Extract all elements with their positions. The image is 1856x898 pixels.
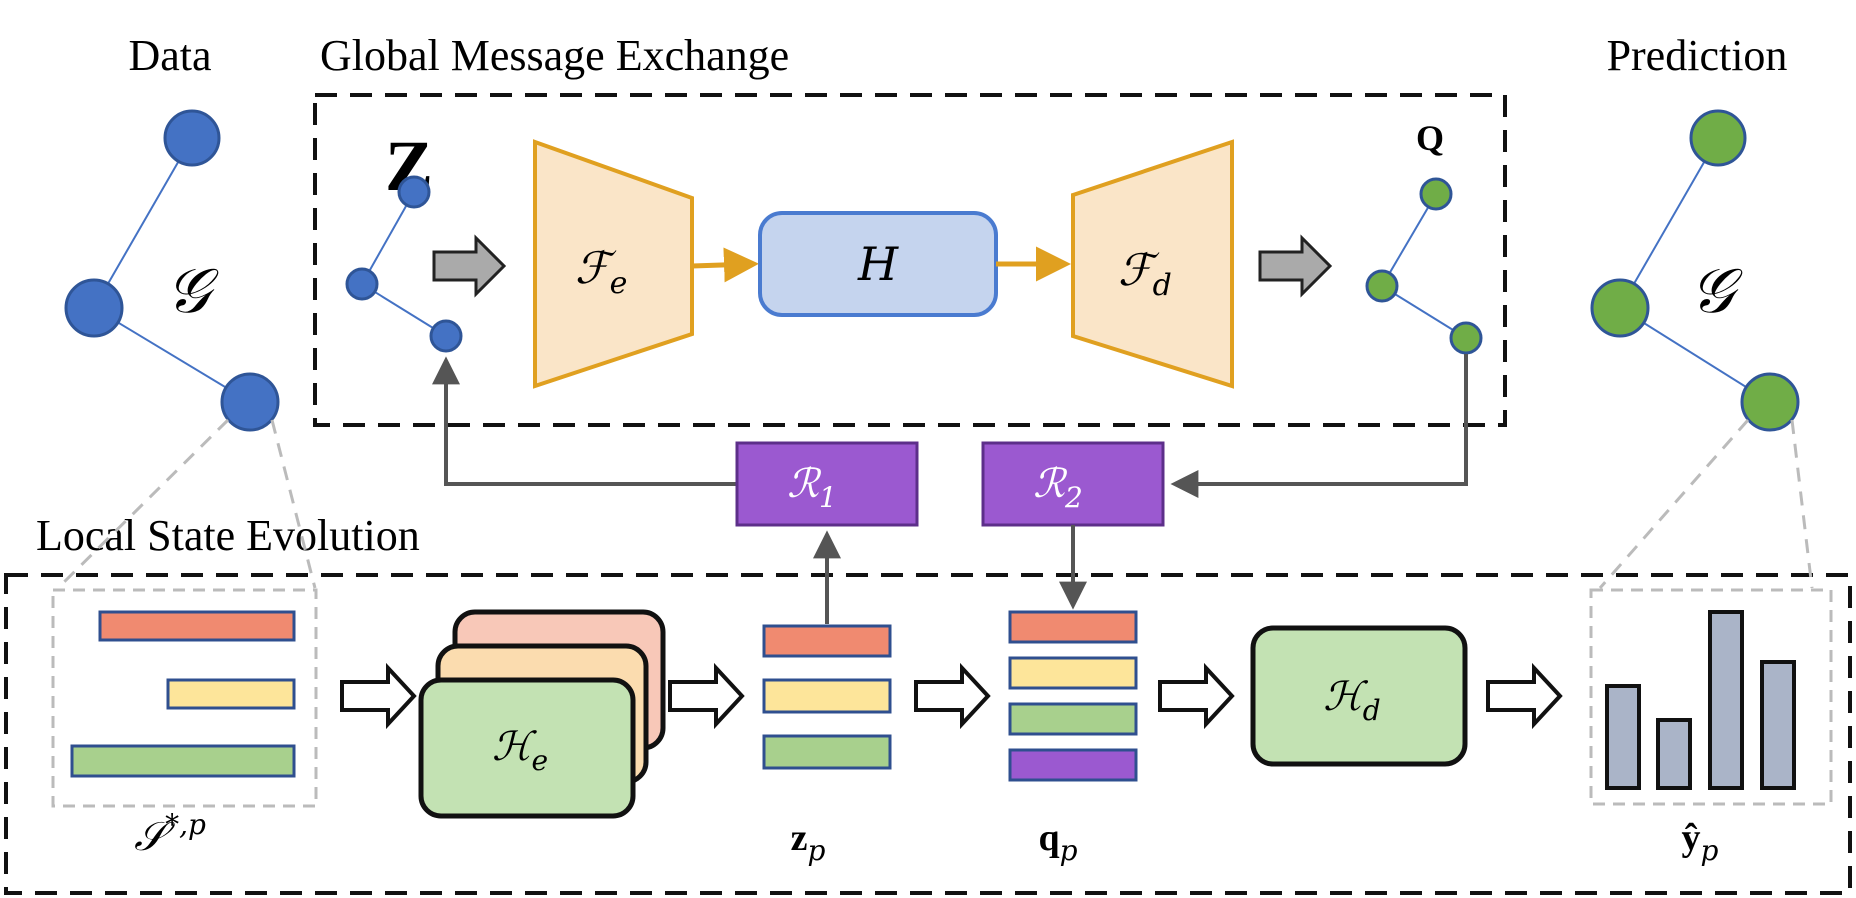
graph-node — [1590, 278, 1650, 338]
qp-bar — [1008, 610, 1138, 644]
He-layer — [418, 677, 636, 819]
q-label: Q — [1416, 118, 1444, 158]
zp-stack: zp — [762, 624, 892, 867]
graph-edge — [361, 191, 415, 285]
H-label: H — [857, 237, 899, 291]
qp-bar — [1008, 748, 1138, 782]
q-graph: Q — [1365, 118, 1483, 355]
prediction-bar — [1708, 610, 1744, 790]
Hd-box — [1250, 625, 1468, 767]
local-section-title: Local State Evolution — [36, 511, 420, 560]
flow-arrow — [1158, 662, 1235, 730]
graph-node — [429, 319, 463, 353]
zp-label: zp — [791, 817, 826, 867]
R1-box — [735, 441, 919, 527]
zoom-line — [270, 419, 317, 589]
graph-edge — [1619, 137, 1719, 309]
R2-block: ℛ2 — [981, 441, 1165, 527]
R1-label: ℛ1 — [787, 461, 837, 514]
global-section-title: Global Message Exchange — [320, 31, 789, 80]
graph-node — [220, 372, 280, 432]
graph-node — [163, 109, 221, 167]
yp-label: ŷp — [1682, 817, 1719, 867]
R1-block: ℛ1 — [735, 441, 919, 527]
graph-node — [1365, 269, 1399, 303]
r1-to-z-connector — [432, 356, 736, 486]
graph-edge — [93, 137, 193, 309]
qp-stack: qp — [1008, 610, 1138, 867]
decoder-shape — [1071, 139, 1234, 389]
qp-bar — [1008, 656, 1138, 690]
global-exchange-box — [313, 93, 1507, 427]
zoom-line — [1598, 419, 1750, 589]
flow-arrow — [914, 662, 991, 730]
zoom-line — [1790, 419, 1814, 589]
prediction-bar — [1656, 718, 1692, 790]
graph-symbol-right: 𝒢 — [1690, 254, 1743, 327]
He-label: ℋe — [492, 724, 548, 777]
zoom-line — [56, 418, 230, 590]
R2-label: ℛ2 — [1033, 461, 1083, 514]
graph-node — [1449, 321, 1483, 355]
encoder-shape — [533, 139, 694, 389]
local-evolution-box — [4, 573, 1852, 895]
zp-bar — [762, 624, 892, 658]
orange-arrow — [691, 247, 759, 283]
input-zoom-box — [51, 588, 318, 808]
decoder-global: ℱd — [1071, 139, 1234, 389]
output-zoom-box — [1589, 588, 1833, 806]
data-title: Data — [128, 31, 211, 80]
prediction-title: Prediction — [1607, 31, 1788, 80]
graph-node — [1740, 372, 1800, 432]
data-graph: 𝒢 — [64, 109, 280, 432]
Hd-label: ℋd — [1323, 674, 1380, 727]
graph-node — [345, 267, 379, 301]
graph-symbol-left: 𝒢 — [166, 254, 219, 327]
flow-arrow — [1486, 662, 1563, 730]
Hd-block: ℋd — [1250, 625, 1468, 767]
q-to-r2-connector — [1170, 354, 1468, 498]
S-label: 𝒮*,p — [134, 808, 206, 860]
prediction-graph: 𝒢 — [1590, 109, 1800, 432]
zp-bar — [762, 678, 892, 714]
input-bar — [98, 610, 296, 642]
z-graph: Z — [345, 126, 463, 353]
R2-box — [981, 441, 1165, 527]
qp-bar — [1008, 702, 1138, 736]
graph-node — [1689, 109, 1747, 167]
graph-edge — [1381, 193, 1437, 287]
flow-arrow — [668, 662, 745, 730]
graph-node — [64, 278, 124, 338]
zp-bar — [762, 734, 892, 770]
graph-edge — [93, 307, 251, 403]
graph-node — [1419, 177, 1453, 211]
prediction-bar — [1605, 684, 1641, 790]
qp-label: qp — [1038, 817, 1077, 867]
input-bar — [166, 678, 296, 710]
input-bar — [70, 744, 296, 778]
flow-arrow — [340, 662, 417, 730]
graph-edge — [1619, 307, 1771, 403]
encoder-global: ℱe — [533, 139, 694, 389]
flow-arrow — [1258, 234, 1333, 298]
flow-arrow — [432, 234, 507, 298]
He-block: ℋe — [418, 609, 666, 819]
prediction-bar — [1760, 660, 1796, 790]
H-block: H — [758, 211, 998, 317]
graph-node — [397, 175, 431, 209]
